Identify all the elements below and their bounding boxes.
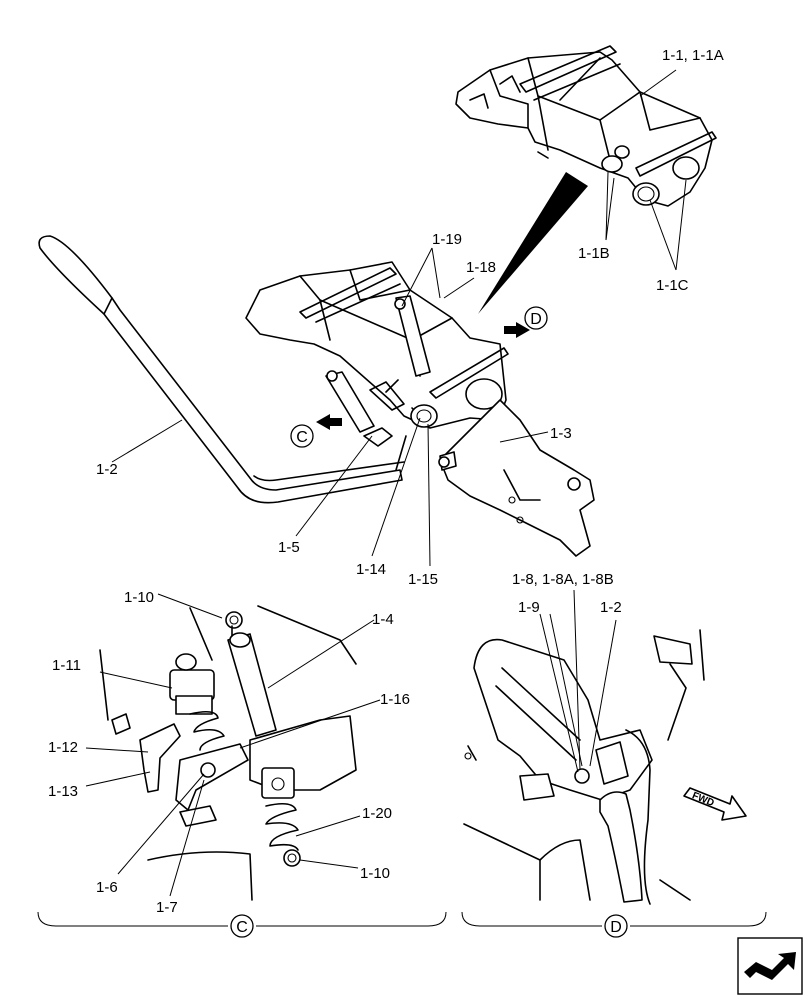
view-arrow-d: D — [504, 306, 548, 338]
label-1-5: 1-5 — [278, 539, 300, 556]
detail-view-d — [463, 629, 705, 905]
label-1-1: 1-1, 1-1A — [662, 47, 724, 64]
label-1-7: 1-7 — [156, 899, 178, 916]
label-1-11: 1-11 — [52, 657, 81, 674]
fwd-label: FWD — [690, 790, 715, 809]
bracket-assembly-1-1 — [455, 45, 717, 207]
view-d-marker: D — [530, 311, 542, 328]
section-marker-d: D — [461, 911, 767, 938]
label-1-9: 1-9 — [518, 599, 540, 616]
detail-view-c — [99, 605, 357, 901]
lever-assembly — [38, 235, 595, 557]
part-labels: 1-1, 1-1A 1-1B 1-1C 1-19 1-18 1-2 1-3 1-… — [48, 47, 724, 916]
next-page-arrow-icon[interactable] — [737, 937, 803, 995]
label-1-10-top: 1-10 — [124, 589, 154, 606]
label-1-8: 1-8, 1-8A, 1-8B — [512, 571, 614, 588]
label-1-2: 1-2 — [96, 461, 118, 478]
label-1-18: 1-18 — [466, 259, 496, 276]
section-d-label: D — [610, 919, 622, 936]
label-1-1C: 1-1C — [656, 277, 689, 294]
label-1-4: 1-4 — [372, 611, 394, 628]
label-1-1B: 1-1B — [578, 245, 610, 262]
fwd-arrow: FWD — [683, 787, 747, 821]
view-c-marker: C — [296, 429, 308, 446]
section-c-label: C — [236, 919, 248, 936]
leader-lines — [85, 69, 687, 897]
label-1-13: 1-13 — [48, 783, 78, 800]
label-1-2-detail-d: 1-2 — [600, 599, 622, 616]
label-1-3: 1-3 — [550, 425, 572, 442]
label-1-19: 1-19 — [432, 231, 462, 248]
section-marker-c: C — [37, 911, 447, 938]
label-1-16: 1-16 — [380, 691, 410, 708]
label-1-14: 1-14 — [356, 561, 386, 578]
view-arrow-c: C — [290, 414, 342, 448]
label-1-15: 1-15 — [408, 571, 438, 588]
assembly-direction-wedge — [478, 172, 588, 314]
label-1-10-bottom: 1-10 — [360, 865, 390, 882]
label-1-20: 1-20 — [362, 805, 392, 822]
label-1-6: 1-6 — [96, 879, 118, 896]
label-1-12: 1-12 — [48, 739, 78, 756]
